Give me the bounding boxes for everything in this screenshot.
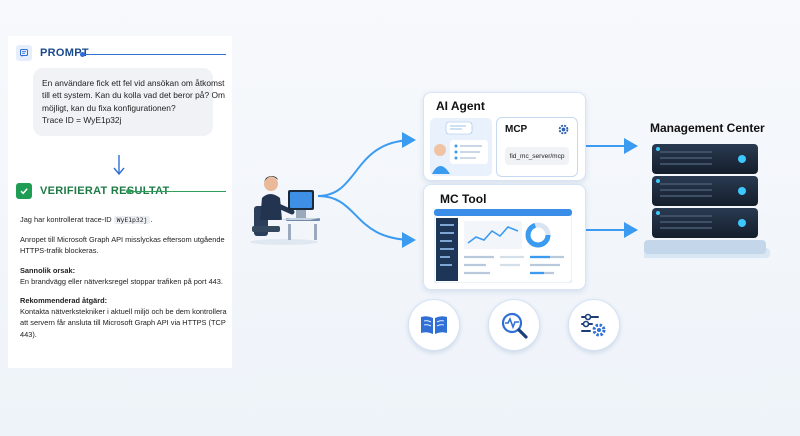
result-message: Jag har kontrollerat trace-ID WyE1p32j. … [20, 214, 232, 348]
connector-user-to-agent [317, 132, 416, 197]
result-check-icon [16, 183, 32, 199]
action-text-line: att servern får ansluta till Microsoft G… [20, 318, 226, 339]
book-icon[interactable] [408, 299, 460, 351]
mcp-title: MCP [505, 124, 528, 135]
result-intro-suffix: . [150, 215, 153, 224]
action-heading: Rekommenderad åtgärd: [20, 296, 108, 306]
result-intro: Jag har kontrollerat trace-ID WyE1p32j. [20, 214, 232, 226]
result-cause: Sannolik orsak: En brandvägg eller nätve… [20, 265, 232, 287]
prompt-header: PROMPT [16, 45, 89, 61]
gear-icon[interactable] [557, 123, 570, 136]
prompt-label: PROMPT [40, 47, 89, 59]
cause-heading: Sannolik orsak: [20, 265, 76, 275]
management-center-title: Management Center [650, 121, 765, 135]
document-icon [16, 45, 32, 61]
result-divider [126, 189, 226, 194]
mc-tool-dashboard-illustration [434, 209, 572, 283]
result-explanation: Anropet till Microsoft Graph API misslyc… [20, 234, 232, 256]
prompt-divider [80, 52, 226, 57]
result-explanation-line: HTTPS-trafik blockeras. [20, 246, 99, 256]
result-action: Rekommenderad åtgärd: Kontakta nätverkst… [20, 295, 232, 340]
connector-user-to-tool [317, 195, 416, 248]
magnifier-pulse-icon[interactable] [488, 299, 540, 351]
mcp-server-path: fid_mc_server/mcp [505, 147, 569, 165]
ai-agent-title: AI Agent [436, 99, 485, 113]
result-intro-text: Jag har kontrollerat trace-ID [20, 215, 112, 224]
prompt-line: En användare fick ett fel vid ansökan om… [42, 78, 225, 88]
prompt-line: Trace ID = WyE1p32j [42, 115, 122, 126]
result-header: VERIFIERAT RESULTAT [16, 183, 170, 199]
result-label: VERIFIERAT RESULTAT [40, 185, 170, 197]
settings-sliders-icon[interactable] [568, 299, 620, 351]
result-explanation-line: Anropet till Microsoft Graph API misslyc… [20, 235, 225, 245]
mcp-panel[interactable]: MCP fid_mc_server/mcp [496, 117, 578, 177]
prompt-line: möjligt, kan du fixa konfigurationen? [42, 102, 176, 113]
prompt-message: En användare fick ett fel vid ansökan om… [33, 68, 225, 136]
mc-tool-title: MC Tool [440, 192, 487, 206]
action-text-line: Kontakta nätverkstekniker i aktuell milj… [20, 307, 227, 317]
agent-chat-illustration [430, 118, 492, 176]
trace-id-code: WyE1p32j [113, 216, 151, 224]
cause-text: En brandvägg eller nätverksregel stoppar… [20, 276, 223, 286]
arrow-down-icon [113, 155, 125, 176]
prompt-line: till ett system. Kan du kolla vad det be… [42, 90, 225, 101]
server-icon[interactable] [644, 140, 776, 264]
user-at-laptop-icon [250, 176, 320, 245]
